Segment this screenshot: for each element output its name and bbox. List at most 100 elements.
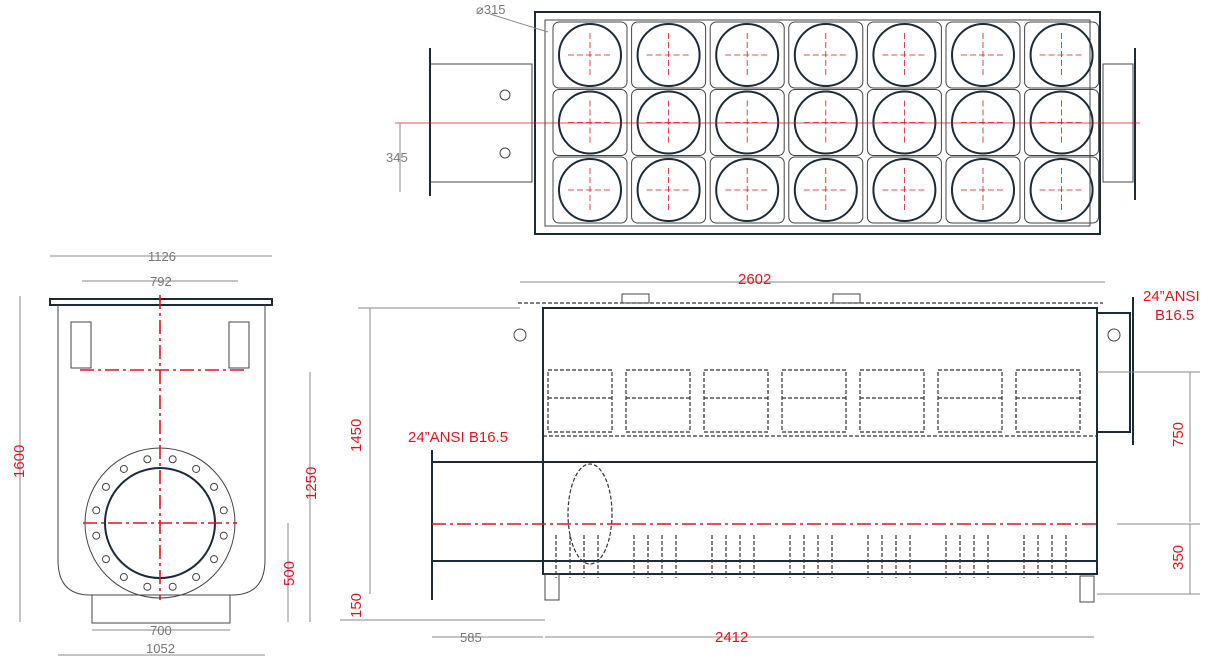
lifting-slot-right [228,321,250,369]
outlet-spec-label-2: B16.5 [1155,307,1194,324]
dim-1126: 1126 [148,249,176,264]
leg [1079,575,1095,603]
outlet-spec-label: 24”ANSI [1143,288,1200,305]
port-icon [499,147,511,159]
bolt-hole [219,506,228,515]
filter-basket [872,90,937,155]
filter-basket [951,90,1015,155]
filter-bag-outline [703,369,769,433]
filter-cell [945,89,1021,156]
filter-cell [866,21,942,89]
bolt-hole [210,482,219,491]
filter-cell [866,156,942,224]
filter-grid [552,21,1100,224]
filter-basket [793,90,858,155]
filter-cell [1024,156,1100,224]
filter-cell [945,156,1021,224]
bolt-hole [101,482,110,491]
filter-basket [1029,23,1094,87]
filter-cell [552,21,628,89]
filter-basket [951,158,1015,222]
dim-792: 792 [150,274,172,289]
bolt-hole [119,464,128,473]
filter-cell [552,156,628,224]
filter-bag-outline [625,369,691,433]
filter-cell [1024,21,1100,89]
bolt-hole [92,506,101,515]
dim-diameter-315: ⌀315 [476,2,506,17]
front-view: 1126 792 1600 1250 500 700 1052 [11,249,320,656]
tube-bundle [567,463,613,565]
bolt-hole [92,531,101,540]
filter-bag-outline [937,369,1003,433]
side-view: 2602 1450 150 585 2412 750 350 24”ANSI B… [340,271,1200,646]
lifting-lug-right [1107,328,1121,342]
filter-bags [547,369,1081,578]
filter-basket [1029,158,1094,222]
filter-basket [558,23,622,87]
dim-345: 345 [386,150,408,165]
filter-basket [793,158,858,222]
filter-cell [945,21,1021,89]
filter-cell [631,89,707,156]
filter-basket [636,90,701,155]
filter-basket [558,158,622,222]
dim-500: 500 [281,561,298,586]
filter-bag-outline [781,369,847,433]
bolt-hole [168,582,177,591]
dim-1450: 1450 [348,419,365,452]
leader-line [489,13,549,33]
dim-585: 585 [460,630,482,645]
bolt-hole [101,555,110,564]
dim-1052: 1052 [146,641,175,656]
bolt-hole [143,582,152,591]
bolt-hole [210,555,219,564]
top-view: 345 ⌀315 [386,2,1140,235]
filter-basket [715,23,780,87]
inlet-nozzle [431,461,544,562]
filter-cell [709,21,785,89]
dim-1600: 1600 [11,445,28,478]
filter-cell [1024,89,1100,156]
filter-basket [872,23,937,87]
filter-bag-outline [547,369,613,433]
dim-1250: 1250 [303,467,320,500]
dim-750: 750 [1170,422,1187,447]
filter-basket [872,158,937,222]
port-icon [499,89,511,101]
filter-cell [631,21,707,89]
filter-basket [951,23,1015,87]
filter-cell [631,156,707,224]
filter-basket [715,158,780,222]
filter-basket [636,23,701,87]
tank-body-side [542,307,1098,575]
dim-350: 350 [1170,545,1187,570]
filter-cell [788,89,864,156]
filter-cell [709,89,785,156]
bolt-hole [168,455,177,464]
filter-cell [788,21,864,89]
lifting-slot-left [70,321,92,369]
bolt-hole [192,464,201,473]
bolt-hole [143,455,152,464]
filter-cell [788,156,864,224]
lid-handle [621,293,650,304]
tank-body [57,305,266,596]
filter-cell [709,156,785,224]
lid-handle [832,293,861,304]
filter-basket [793,23,858,87]
filter-basket [636,158,701,222]
inlet-spec-label: 24”ANSI B16.5 [408,429,508,446]
filter-basket [715,90,780,155]
dim-2602: 2602 [738,271,771,288]
filter-basket [558,90,622,155]
lid [49,298,273,306]
bolt-hole [119,573,128,582]
dim-700: 700 [150,623,172,638]
flange-bolts [92,455,228,591]
filter-cell [552,89,628,156]
leg [544,573,560,601]
lifting-lug-left [513,328,527,342]
bolt-hole [219,531,228,540]
